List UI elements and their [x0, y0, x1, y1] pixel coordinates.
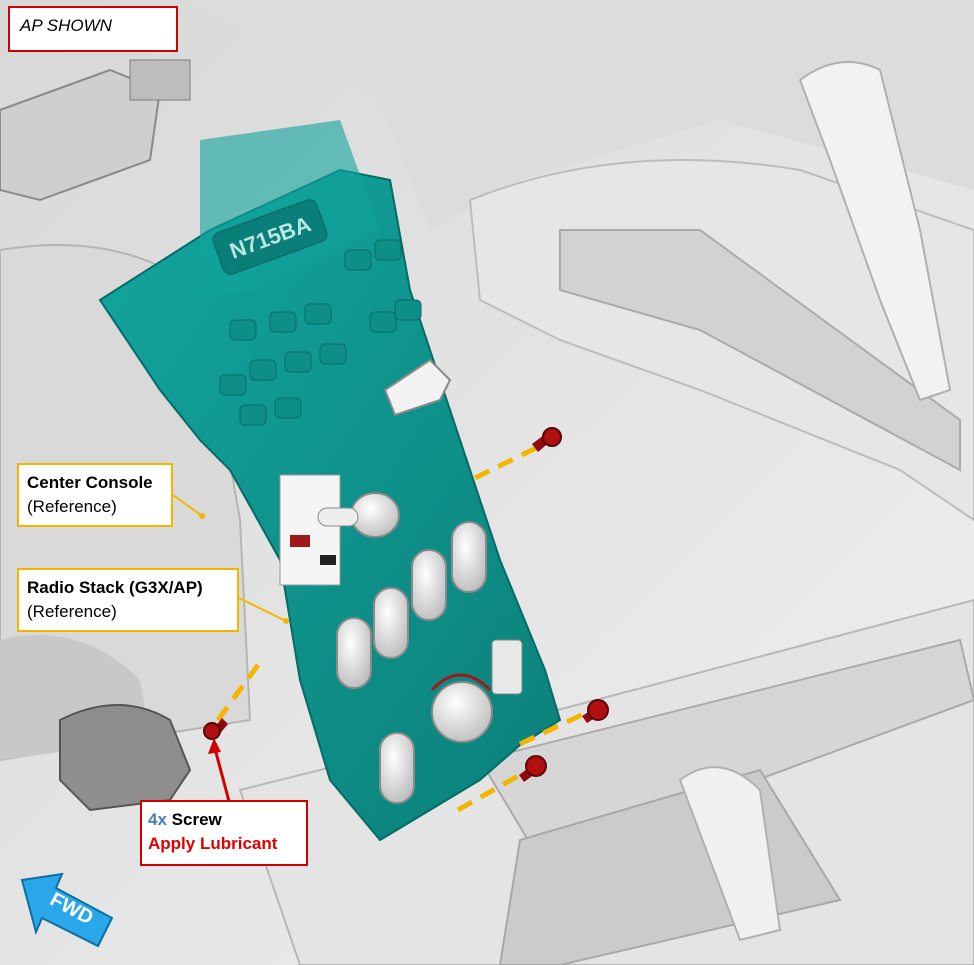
connector-block: [0, 68, 162, 202]
flap-lever: [383, 358, 452, 417]
connector-plug: [129, 59, 191, 101]
placard-plate: [212, 199, 328, 275]
seat-bracket: [678, 766, 782, 942]
console-leader: [172, 494, 203, 517]
radio-stack-note: (Reference): [27, 602, 117, 621]
ap-placard: [279, 474, 341, 586]
view-label-text: AP SHOWN: [20, 16, 112, 35]
screw-pointer-head: [208, 738, 221, 754]
screw-paths: [215, 444, 590, 813]
screw-instruction: Apply Lubricant: [148, 834, 278, 853]
radio-leader-dot: [283, 618, 289, 624]
console-leader-dot: [199, 513, 205, 519]
switch-bank: [219, 239, 422, 426]
dimmer-arc: [430, 673, 492, 692]
console-tray: [478, 638, 974, 862]
screw-icon: [203, 718, 228, 740]
control-stick-right: [798, 61, 952, 402]
screw-callout-line1: 4x Screw: [148, 808, 300, 832]
ap-indicator-red: [290, 535, 310, 547]
radio-stack-title: Radio Stack (G3X/AP): [27, 578, 203, 597]
screw-callout: 4x Screw Apply Lubricant: [140, 800, 308, 866]
screw-icon: [532, 427, 562, 452]
glareshield-area: [180, 0, 974, 230]
screw-icon: [519, 755, 547, 782]
rocker-switches: [336, 521, 487, 804]
ap-indicator-black: [320, 555, 336, 565]
radio-leader: [238, 597, 287, 622]
throttle-handle: [59, 704, 192, 812]
right-seat-recess: [559, 229, 961, 472]
screw-qty: 4x: [148, 810, 167, 829]
trim-knob-stem: [317, 507, 359, 527]
view-label: AP SHOWN: [8, 6, 178, 52]
center-console-callout: Center Console (Reference): [17, 463, 173, 527]
center-console-note: (Reference): [27, 497, 117, 516]
screw-pointer: [212, 744, 232, 806]
center-console-title: Center Console: [27, 473, 153, 492]
toggle-switch: [491, 639, 523, 695]
radio-stack-callout: Radio Stack (G3X/AP) (Reference): [17, 568, 239, 632]
screw-icon: [582, 699, 609, 723]
dimmer-knob: [431, 681, 493, 743]
screw-name: Screw: [171, 810, 222, 829]
